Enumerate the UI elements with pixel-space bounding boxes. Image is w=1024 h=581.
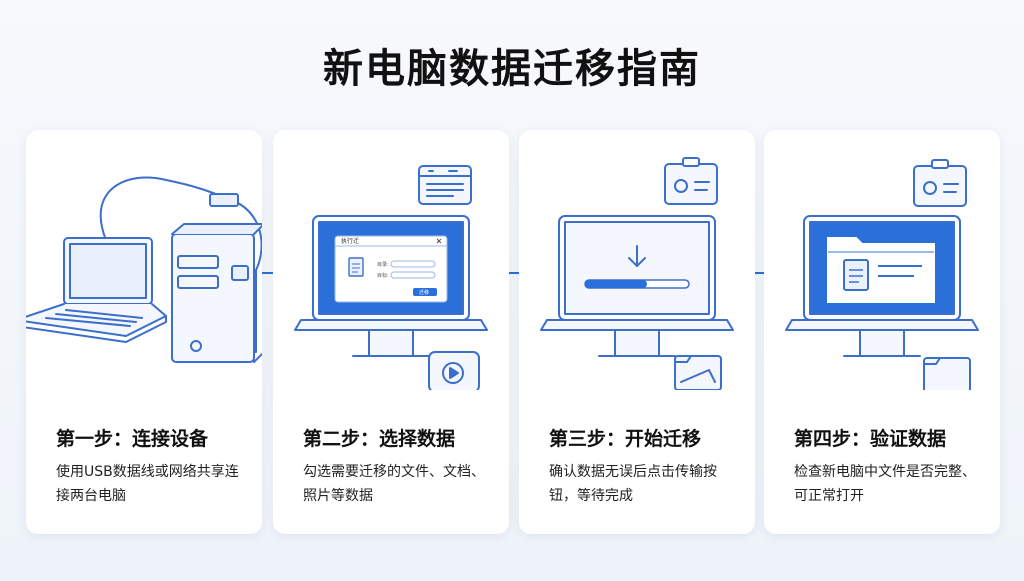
open-folder-icon (827, 237, 935, 303)
dialog-migrate-button (413, 288, 437, 296)
folder-icon (923, 357, 971, 390)
id-card-icon (664, 163, 718, 205)
step-3-title: 第三步：开始迁移 (549, 428, 702, 450)
dialog-field-1-label: 目录: (377, 261, 389, 268)
step-4-title: 第四步：验证数据 (794, 428, 947, 450)
page-title: 新电脑数据迁移指南 (323, 46, 701, 92)
step-card-3: 第三步：开始迁移 确认数据无误后点击传输按钮，等待完成 (519, 130, 755, 534)
connect-devices-illustration (26, 176, 262, 363)
transfer-dialog: 执行迁 目录: 目标: 迁移 (334, 235, 448, 303)
dialog-title: 执行迁 (341, 237, 359, 245)
id-card-icon (913, 165, 967, 207)
dialog-field-1 (390, 260, 436, 268)
progress-fill (585, 280, 647, 288)
usb-plug-icon (209, 193, 239, 207)
step-1-title: 第一步：连接设备 (56, 428, 209, 450)
step-1-description: 使用USB数据线或网络共享连接两台电脑 (56, 464, 239, 504)
usb-cable (99, 176, 262, 271)
select-data-illustration: 执行迁 目录: 目标: 迁移 (294, 165, 488, 390)
start-migration-illustration (540, 157, 734, 390)
folder-icon (674, 355, 722, 390)
step-card-2: 执行迁 目录: 目标: 迁移 第二步：选择数据 勾选需要迁移的文件、文档、照片等… (273, 130, 509, 534)
usb-port-icon (231, 265, 249, 281)
step-card-4: 第四步：验证数据 检查新电脑中文件是否完整、可正常打开 (764, 130, 1000, 534)
step-3-description: 确认数据无误后点击传输按钮，等待完成 (549, 464, 717, 504)
step-card-1: 第一步：连接设备 使用USB数据线或网络共享连接两台电脑 (26, 130, 262, 534)
step-2-description: 勾选需要迁移的文件、文档、照片等数据 (303, 464, 485, 504)
download-arrow-icon (628, 245, 646, 267)
dialog-button-label: 迁移 (419, 289, 429, 296)
step-2-title: 第二步：选择数据 (303, 428, 456, 450)
dialog-field-2 (390, 271, 436, 279)
verify-data-illustration (785, 159, 979, 390)
step-4-description: 检查新电脑中文件是否完整、可正常打开 (794, 464, 976, 504)
dialog-field-2-label: 目标: (377, 272, 389, 279)
desktop-tower-icon (171, 233, 255, 363)
